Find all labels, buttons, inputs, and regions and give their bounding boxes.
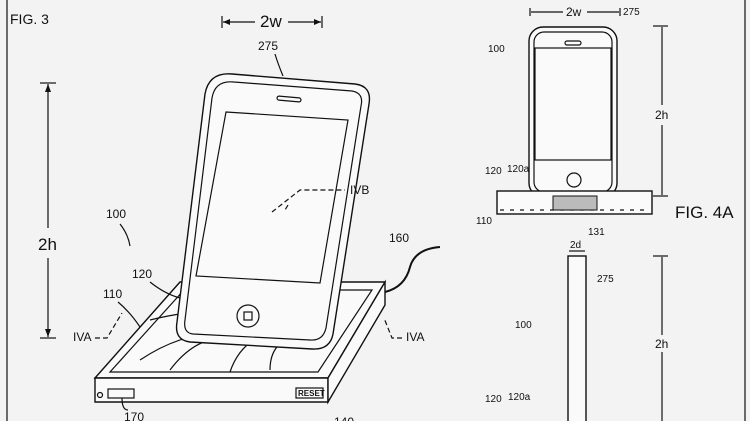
label-100-4b: 100 (515, 320, 532, 331)
label-120: 120 (132, 267, 152, 281)
label-120-4a: 120 (485, 166, 502, 177)
fig3-width-label: 2w (260, 12, 282, 31)
label-120a-4b: 120a (508, 392, 531, 403)
fig4a-title: FIG. 4A (675, 203, 734, 222)
figure-3: FIG. 3 2w 275 2h RESET (10, 11, 441, 421)
reset-label: RESET (298, 389, 325, 398)
fig4b-depth-label: 2d (570, 240, 581, 251)
phone-screen (195, 111, 349, 284)
fig3-title: FIG. 3 (10, 11, 49, 27)
fig4a-width-label: 2w (566, 5, 582, 19)
label-110: 110 (103, 287, 122, 301)
label-170: 170 (124, 410, 144, 421)
label-100-4a: 100 (488, 44, 505, 55)
display-window (107, 388, 135, 399)
label-120-4b: 120 (485, 394, 502, 405)
figure-4a: 2w 275 2h FIG. 4A 100 120 120a 110 131 (476, 5, 734, 238)
label-120a-4a: 120a (507, 164, 530, 175)
label-ivb: IVB (350, 183, 369, 197)
label-160: 160 (389, 231, 409, 245)
label-110-4a: 110 (476, 216, 492, 227)
home-button-icon (236, 304, 260, 328)
reset-button[interactable] (295, 387, 324, 399)
fig3-height-label: 2h (38, 235, 57, 254)
speaker-icon (276, 95, 302, 103)
label-275: 275 (258, 39, 278, 53)
label-iva-left: IVA (73, 330, 91, 344)
label-131: 131 (588, 227, 605, 238)
fig3-height-dimension: 2h (38, 82, 57, 339)
fig3-width-dimension: 2w (221, 12, 323, 31)
label-140: 140 (334, 415, 354, 421)
label-275-4a: 275 (623, 7, 640, 18)
figure-4b: 2d 275 100 2h 120 120a (485, 240, 668, 421)
label-275-4b: 275 (597, 274, 614, 285)
cable (384, 246, 441, 293)
fig4b-height-label: 2h (655, 337, 668, 351)
label-100: 100 (106, 207, 126, 221)
fig4a-height-label: 2h (655, 108, 668, 122)
label-iva-right: IVA (406, 330, 424, 344)
